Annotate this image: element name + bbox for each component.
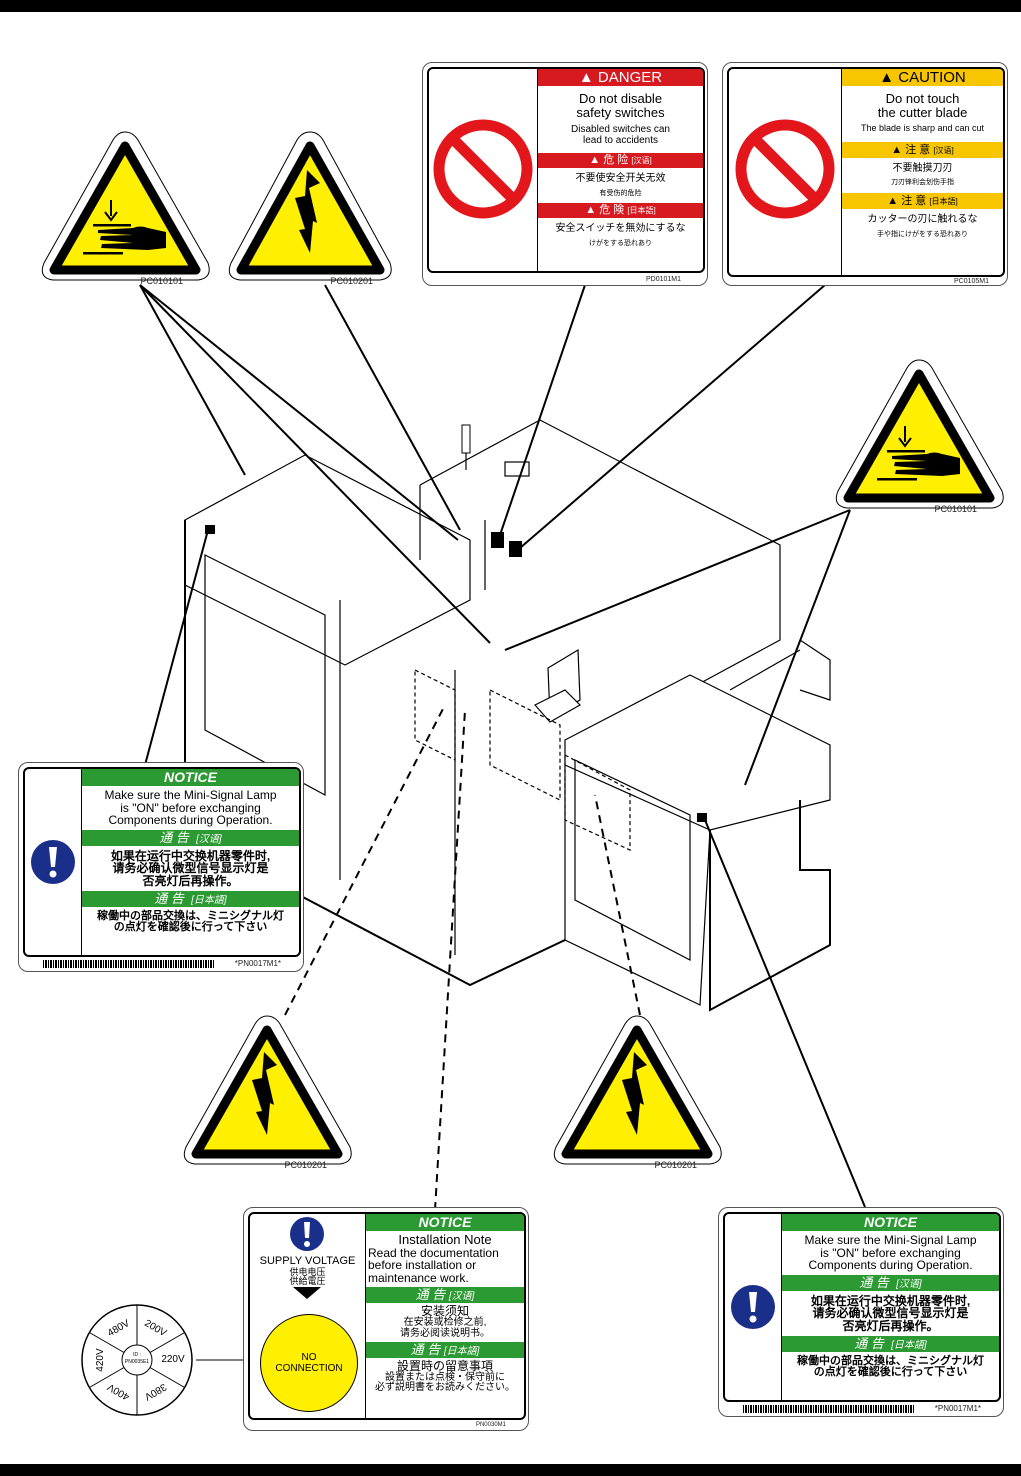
danger-header: ▲ DANGER [538, 69, 703, 86]
wheel-divider [89, 1367, 125, 1388]
danger-cn-header: ▲ 危 险 [汉语] [538, 153, 703, 169]
danger-cn-title: 不要使安全开关无效 [575, 173, 666, 185]
caution-cn-header: ▲ 注 意 [汉语] [842, 141, 1003, 158]
lightning-bolt-icon [295, 170, 320, 253]
caution-header: ▲ CAUTION [842, 69, 1003, 86]
pinch-hazard-sign-right: PC010101 [832, 356, 1007, 514]
prohibition-icon [433, 119, 533, 219]
sign-code: PC010201 [654, 1160, 697, 1170]
pinch-hazard-sign-left: PC010101 [38, 128, 213, 288]
sign-code: PC010201 [284, 1160, 327, 1170]
voltage-option: 220V [161, 1354, 185, 1365]
prohibition-panel [429, 69, 538, 271]
wheel-center-id: ID :PN0035E1 [124, 1352, 150, 1365]
caution-cn-sub: 刀刃锋利会划伤手指 [891, 179, 954, 187]
barcode [43, 960, 215, 968]
wheel-divider [149, 1367, 185, 1388]
notice-icon-panel [725, 1214, 782, 1400]
prohibition-icon [735, 119, 835, 219]
notice-header: NOTICE [782, 1214, 999, 1231]
barcode [743, 1405, 915, 1413]
sign-code: PC010201 [330, 276, 373, 286]
sign-code: PC010101 [934, 504, 977, 514]
sign-code: PC010101 [140, 276, 183, 286]
exclamation-icon [290, 1217, 324, 1251]
voltage-wheel-graphic [81, 1304, 193, 1416]
caution-subtitle: The blade is sharp and can cut [860, 123, 985, 134]
hand-crush-icon [83, 200, 166, 255]
notice-jp-text: 稼働中の部品交換は、ミニシグナル灯の点灯を確認後に行って下さい [797, 1354, 984, 1379]
caution-jp-title: カッターの刃に触れるな [867, 213, 978, 225]
label-markers [205, 525, 707, 822]
label-code: *PN0017M1* [934, 1404, 981, 1413]
label-code: *PN0017M1* [234, 959, 281, 968]
caution-cn-title: 不要触摸刀刃 [892, 162, 953, 174]
danger-jp-sub: けがをする恐れあり [589, 239, 652, 247]
notice-jp-header: 通 告 [日本語] [782, 1335, 999, 1352]
notice-jp-header: 通 告 [日本語] [82, 890, 299, 907]
lightning-bolt-icon [252, 1052, 277, 1135]
wheel-divider [149, 1332, 185, 1353]
bottom-border [0, 1464, 1021, 1476]
wheel-divider [89, 1332, 125, 1353]
notice-header: NOTICE [82, 769, 299, 786]
notice-cn-text: 如果在运行中交换机器零件时,请务必确认微型信号显示灯是否亮灯后再操作。 [810, 1293, 971, 1333]
notice-cn-header: 通 告 [汉语] [782, 1274, 999, 1291]
notice-jp-header: 通 告 [日本語] [366, 1342, 524, 1359]
danger-jp-title: 安全スイッチを無効にするな [555, 223, 686, 235]
caution-jp-header: ▲ 注 意 [日本語] [842, 192, 1003, 209]
electric-shock-sign-top: PC010201 [225, 128, 395, 288]
electric-shock-sign-bottom-left: PC010201 [180, 1012, 355, 1170]
electric-shock-sign-bottom-right: PC010201 [550, 1012, 725, 1170]
danger-jp-header: ▲ 危 険 [日本語] [538, 203, 703, 219]
voltage-option: 420V [95, 1348, 106, 1372]
notice-cn-text: 如果在运行中交换机器零件时,请务必确认微型信号显示灯是否亮灯后再操作。 [110, 848, 271, 888]
notice-jp-text: 稼働中の部品交換は、ミニシグナル灯の点灯を確認後に行って下さい [97, 909, 284, 934]
install-cn-text: 安装须知在安装或检修之前,请务必阅读说明书。 [400, 1304, 490, 1339]
exclamation-icon [731, 1285, 775, 1329]
install-jp-text: 設置時の留意事項設置または点検・保守前に必ず説明書をお読みください。 [375, 1359, 515, 1394]
notice-text-panel: NOTICE Installation Note Read the docume… [366, 1214, 524, 1418]
prohibition-panel [729, 69, 842, 275]
notice-header: NOTICE [366, 1214, 524, 1231]
top-border [0, 0, 1021, 12]
label-code: PC0105M1 [953, 278, 989, 285]
install-title: Installation Note [398, 1232, 492, 1247]
arrow-down-icon [293, 1287, 321, 1300]
notice-cn-header: 通 告 [汉语] [366, 1287, 524, 1304]
label-code: PN0030M1 [475, 1422, 506, 1428]
hand-crush-icon [877, 426, 960, 481]
exclamation-icon [31, 840, 75, 884]
leader-lines [139, 284, 866, 1361]
danger-cn-sub: 有受伤的危险 [599, 189, 642, 197]
label-code: PD0101M1 [645, 276, 681, 283]
dashed-leader-lines [284, 704, 641, 1211]
notice-cn-header: 通 告 [汉语] [82, 829, 299, 846]
machine-outline [184, 419, 831, 1012]
notice-icon-panel [25, 769, 82, 955]
lightning-bolt-icon [622, 1052, 647, 1135]
header-text: DANGER [597, 69, 663, 86]
caution-jp-sub: 手や指にけがをする恐れあり [877, 231, 968, 239]
